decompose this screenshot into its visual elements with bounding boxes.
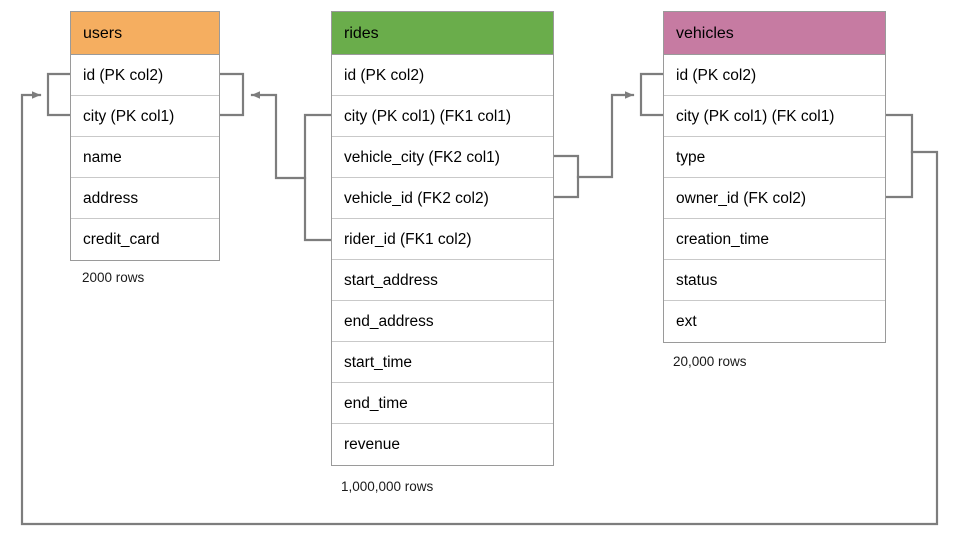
table-vehicles-column-owner-id[interactable]: owner_id (FK col2) — [664, 178, 885, 219]
table-vehicles-column-type[interactable]: type — [664, 137, 885, 178]
table-users-column-address[interactable]: address — [71, 178, 219, 219]
table-rides-column-start-time[interactable]: start_time — [332, 342, 553, 383]
table-rides[interactable]: rides id (PK col2) city (PK col1) (FK1 c… — [331, 11, 554, 466]
rides-fk2-key-bracket — [552, 154, 580, 199]
table-users-column-city[interactable]: city (PK col1) — [71, 96, 219, 137]
connector-rides-to-users — [250, 91, 307, 180]
table-rides-column-vehicle-city[interactable]: vehicle_city (FK2 col1) — [332, 137, 553, 178]
table-rides-column-start-address[interactable]: start_address — [332, 260, 553, 301]
table-vehicles-row-count: 20,000 rows — [673, 354, 747, 369]
connector-rides-to-vehicles — [576, 91, 635, 179]
users-left-key-bracket — [46, 72, 72, 117]
table-rides-column-rider-id[interactable]: rider_id (FK1 col2) — [332, 219, 553, 260]
table-vehicles[interactable]: vehicles id (PK col2) city (PK col1) (FK… — [663, 11, 886, 343]
table-vehicles-column-status[interactable]: status — [664, 260, 885, 301]
table-vehicles-column-id[interactable]: id (PK col2) — [664, 55, 885, 96]
vehicles-left-key-bracket — [639, 72, 665, 117]
table-users-column-credit-card[interactable]: credit_card — [71, 219, 219, 260]
table-rides-column-id[interactable]: id (PK col2) — [332, 55, 553, 96]
table-rides-column-revenue[interactable]: revenue — [332, 424, 553, 465]
table-rides-column-end-time[interactable]: end_time — [332, 383, 553, 424]
vehicles-right-key-bracket — [884, 113, 914, 199]
table-vehicles-column-city[interactable]: city (PK col1) (FK col1) — [664, 96, 885, 137]
table-vehicles-column-creation-time[interactable]: creation_time — [664, 219, 885, 260]
table-users-row-count: 2000 rows — [82, 270, 145, 285]
rides-fk1-key-bracket — [303, 113, 333, 242]
table-rides-row-count: 1,000,000 rows — [341, 479, 434, 494]
table-users-column-id[interactable]: id (PK col2) — [71, 55, 219, 96]
table-vehicles-column-ext[interactable]: ext — [664, 301, 885, 342]
table-users[interactable]: users id (PK col2) city (PK col1) name a… — [70, 11, 220, 261]
table-rides-column-end-address[interactable]: end_address — [332, 301, 553, 342]
table-rides-column-vehicle-id[interactable]: vehicle_id (FK2 col2) — [332, 178, 553, 219]
table-rides-column-city[interactable]: city (PK col1) (FK1 col1) — [332, 96, 553, 137]
table-users-header: users — [71, 12, 219, 55]
table-users-column-name[interactable]: name — [71, 137, 219, 178]
table-rides-header: rides — [332, 12, 553, 55]
users-right-key-bracket — [218, 72, 245, 117]
table-vehicles-header: vehicles — [664, 12, 885, 55]
